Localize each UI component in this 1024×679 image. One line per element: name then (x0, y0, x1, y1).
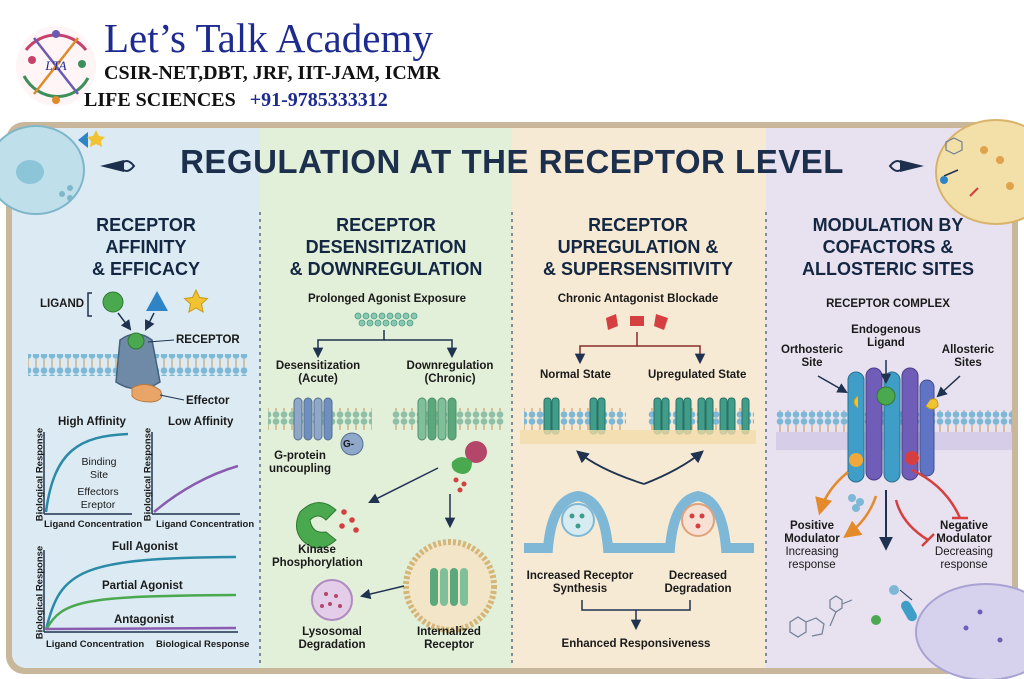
decreased-degradation-label: Decreased Degradation (664, 570, 732, 595)
panel1-title-line2: AFFINITY (105, 237, 187, 257)
panel2-title: RECEPTOR DESENSITIZATION & DOWNREGULATIO… (276, 214, 496, 280)
brand-line3: LIFE SCIENCES +91-9785333312 (84, 89, 388, 112)
title-ornament-left (100, 160, 136, 172)
low-affinity-label: Low Affinity (168, 416, 234, 428)
panel4-title-line1: MODULATION BY (812, 215, 964, 235)
binding-site-label: Binding Site (81, 456, 117, 481)
endogenous-ligand-icon (876, 386, 896, 406)
positive-modulator-molecules-icon (848, 494, 864, 512)
x-axis-label-1: Ligand Concentration (44, 519, 143, 530)
brand-title: Let’s Talk Academy (104, 15, 433, 61)
panel2-title-line2: DESENSITIZATION (305, 237, 467, 257)
positive-modulator-label: Positive Modulator (784, 520, 840, 545)
high-affinity-label: High Affinity (58, 416, 126, 428)
orthosteric-site-label: Orthosteric Site (781, 344, 843, 369)
full-agonist-curve (44, 555, 237, 631)
lysosome-icon (311, 579, 353, 621)
endogenous-ligand-label: Endogenous Ligand (851, 324, 921, 349)
antagonist-block-icon-3 (654, 314, 668, 330)
header: LTA Let’s Talk Academy CSIR-NET,DBT, JRF… (0, 0, 1024, 120)
ligand-triangle-icon (146, 291, 168, 311)
corner-cell-left-illustration (0, 125, 105, 215)
kinase-icon (296, 502, 359, 549)
panel1-title: RECEPTOR AFFINITY & EFFICACY (66, 214, 226, 280)
chemical-structure-icon (789, 595, 853, 638)
upregulated-receptors-icon (653, 397, 750, 435)
receptor-complex-label: RECEPTOR COMPLEX (826, 298, 950, 310)
desensitized-receptor-icon (293, 397, 364, 456)
internalized-vesicle-icon (403, 539, 497, 633)
g-protein-label: G-protein uncoupling (269, 450, 331, 475)
antagonist-block-icon (606, 314, 618, 330)
panel4-artwork (776, 360, 1024, 679)
phone-number: +91-9785333312 (249, 89, 388, 111)
negative-modulator-label: Negative Modulator (936, 520, 992, 545)
positive-modulator-arrow (815, 471, 849, 516)
antagonist-curve (45, 626, 237, 631)
title-ornament-right (888, 160, 924, 172)
panel3-title-line3: & SUPERSENSITIVITY (542, 259, 734, 279)
panel4-title: MODULATION BY COFACTORS & ALLOSTERIC SIT… (778, 214, 998, 280)
panel1-title-line1: RECEPTOR (96, 215, 196, 235)
y-axis-label-1: Biological Response (34, 427, 46, 522)
panel2-title-line3: & DOWNREGULATION (289, 259, 483, 279)
academy-logo: LTA (16, 26, 96, 106)
corner-cell-right-illustration (935, 119, 1024, 225)
svg-text:LTA: LTA (44, 58, 66, 73)
effector-label: Effector (186, 395, 230, 407)
brand-subtitle: CSIR-NET,DBT, JRF, IIT-JAM, ICMR (104, 62, 441, 84)
panel3-artwork (520, 314, 756, 631)
panel3-title-line2: UPREGULATION & (557, 237, 719, 257)
y-axis-label-3: Biological Response (34, 545, 46, 640)
chronic-blockade-label: Chronic Antagonist Blockade (557, 293, 719, 305)
panel4-title-line3: ALLOSTERIC SITES (801, 259, 974, 279)
panel3-title-line1: RECEPTOR (588, 215, 688, 235)
x-axis-label-3: Ligand Concentration (46, 639, 145, 650)
effectors-ereptor-label: Effectors Ereptor (77, 486, 119, 511)
internalized-label: Internalized Receptor (417, 626, 481, 651)
g-minus-label: G- (343, 439, 355, 450)
prolonged-exposure-label: Prolonged Agonist Exposure (307, 293, 467, 305)
partial-agonist-label: Partial Agonist (102, 580, 183, 592)
life-sciences-label: LIFE SCIENCES (84, 89, 236, 111)
downregulation-label: Downregulation (Chronic) (406, 360, 494, 385)
enhanced-responsiveness-label: Enhanced Responsiveness (561, 638, 711, 650)
lysosomal-label: Lysosomal Degradation (298, 626, 366, 651)
negative-modulator-inhibit (911, 468, 962, 519)
cell-illustration (915, 583, 1024, 679)
partial-agonist-curve (44, 593, 237, 631)
antagonist-block-icon-2 (630, 316, 644, 326)
ligand-star-icon (183, 288, 209, 313)
x-axis-label-4: Biological Response (156, 639, 250, 650)
x-axis-label-2: Ligand Concentration (156, 519, 255, 530)
synthesis-vesicles-icon (524, 490, 754, 553)
ligand-circle-icon (102, 291, 124, 313)
panel4-title-line2: COFACTORS & (822, 237, 954, 257)
allosteric-sites-label: Allosteric Sites (941, 344, 995, 369)
increased-synthesis-label: Increased Receptor Synthesis (526, 570, 634, 595)
positive-modulator-subtext: Increasing response (785, 546, 839, 571)
panel1-title-line3: & EFFICACY (92, 259, 200, 279)
kinase-label: Kinase Phosphorylation (272, 544, 363, 569)
negative-modulator-subtext: Decreasing response (934, 546, 994, 571)
panel2-title-line1: RECEPTOR (336, 215, 436, 235)
y-axis-label-2: Biological Response (142, 427, 154, 522)
panel3-title: RECEPTOR UPREGULATION & & SUPERSENSITIVI… (528, 214, 748, 280)
full-agonist-label: Full Agonist (112, 541, 179, 553)
high-affinity-curve (44, 432, 129, 513)
effector-icon (131, 384, 163, 403)
panel1-artwork (28, 288, 248, 633)
low-affinity-curve (153, 464, 239, 513)
upregulated-state-label: Upregulated State (648, 369, 747, 381)
antagonist-label: Antagonist (114, 614, 175, 626)
panel2-artwork (268, 312, 504, 633)
ligand-label: LIGAND (40, 298, 85, 310)
page-title: REGULATION AT THE RECEPTOR LEVEL (180, 143, 844, 180)
downregulated-receptor-icon (417, 397, 487, 493)
normal-state-label: Normal State (540, 369, 611, 381)
desensitization-label: Desensitization (Acute) (275, 360, 361, 385)
receptor-label: RECEPTOR (176, 334, 240, 346)
